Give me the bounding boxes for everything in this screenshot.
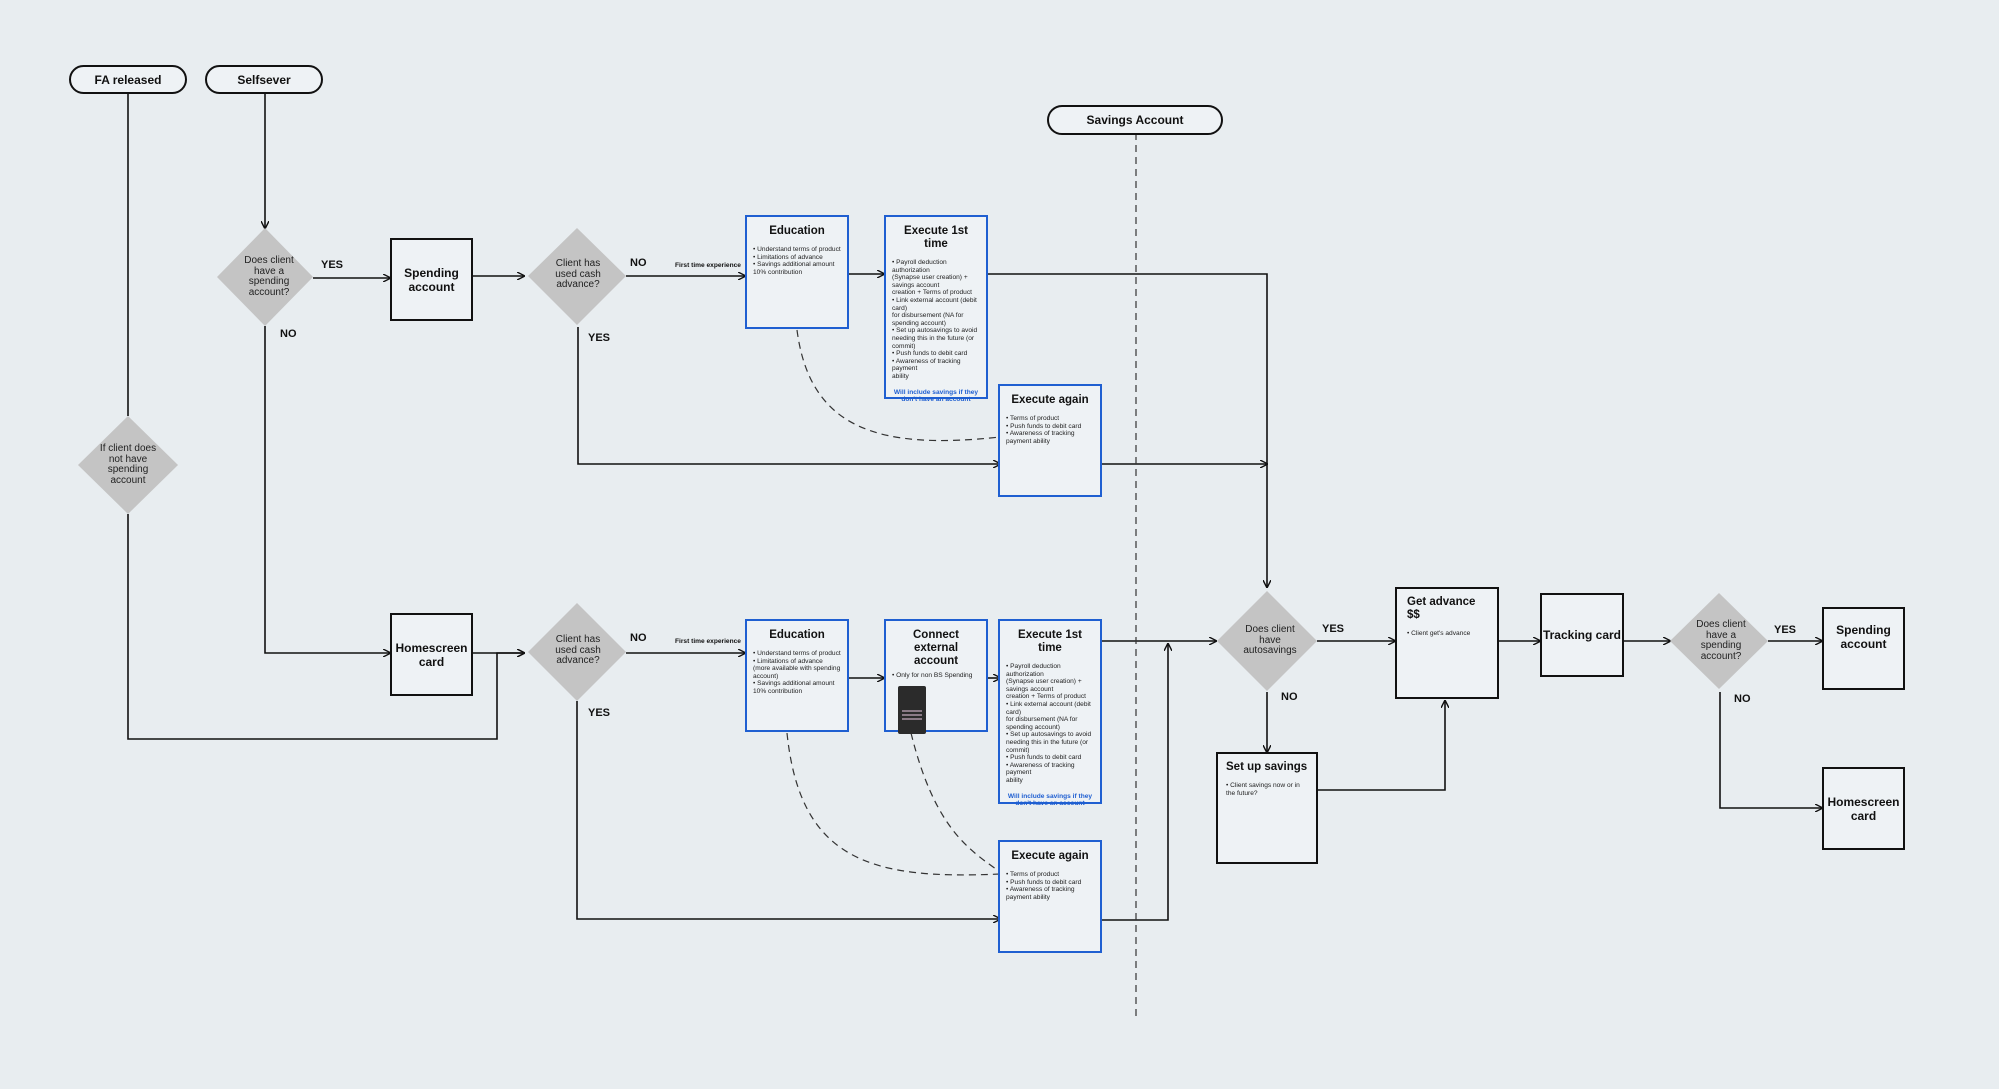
- line-decision2-no: [1719, 692, 1822, 808]
- decision-has-spending-1-text: Does client have a spending account?: [244, 255, 294, 298]
- dashed-education-top: [796, 329, 1001, 442]
- connect-external-lines: • Only for non BS Spending: [892, 672, 973, 679]
- line-setup-to-advance: [1318, 701, 1445, 791]
- connect-external-box: Connect external account • Only for non …: [884, 619, 988, 734]
- fa-released-label: FA released: [94, 72, 162, 87]
- line-used-yes-to-again: [577, 327, 1000, 464]
- decision-used-advance-2-text: Client has used cash advance?: [555, 634, 601, 667]
- savings-account-label: Savings Account: [1086, 113, 1184, 127]
- execute-first-bottom-note: Will include savings if they don't have …: [1007, 792, 1093, 808]
- diamond-shape-spending-1: [217, 228, 313, 326]
- decision-has-spending-2-text: Does client have a spending account?: [1696, 619, 1746, 662]
- yes-label-spending-1: YES: [321, 259, 344, 271]
- spending-account-2-label: Spending account: [1836, 623, 1891, 651]
- execute-first-bottom-box: Execute 1st time • Payroll deduction aut…: [998, 619, 1102, 807]
- decision-used-advance-1-text: Client has used cash advance?: [555, 258, 601, 291]
- execute-first-top-lines: • Payroll deduction authorization (Synap…: [892, 259, 978, 380]
- dashed-connect: [910, 732, 1001, 873]
- fa-released-start: FA released: [69, 65, 187, 94]
- connect-external-title: Connect external account: [913, 629, 959, 667]
- education-bottom-box: Education • Understand terms of product …: [745, 619, 849, 732]
- decision-used-advance-1: Client has used cash advance?: [550, 255, 606, 295]
- line-execute-to-autosavings: [986, 273, 1267, 587]
- tracking-card-label: Tracking card: [1542, 628, 1622, 642]
- decision-no-spending: If client does not have spending account: [96, 440, 160, 490]
- selfsever-label: Selfsever: [237, 72, 291, 87]
- yes-label-used-2: YES: [588, 707, 611, 719]
- dashed-education-bottom: [786, 732, 1001, 876]
- no-label-spending-1: NO: [280, 328, 297, 340]
- get-advance-title: Get advance $$: [1407, 596, 1476, 621]
- no-label-used-1: NO: [630, 257, 647, 269]
- yes-label-spending-2: YES: [1774, 624, 1797, 636]
- first-time-label-bottom: First time experience: [675, 638, 741, 645]
- diamond-shape-used-2: [528, 603, 626, 701]
- homescreen-card-box-1: Homescreen card: [390, 613, 473, 696]
- execute-again-bottom-title: Execute again: [1011, 850, 1089, 862]
- execute-first-top-note: Will include savings if they don't have …: [893, 388, 979, 404]
- homescreen-card-1-label: Homescreen card: [395, 640, 468, 669]
- spending-account-box-2: Spending account: [1822, 607, 1905, 690]
- education-top-lines: • Understand terms of product • Limitati…: [753, 246, 841, 276]
- selfsever-start: Selfsever: [205, 65, 323, 94]
- decision-used-advance-2: Client has used cash advance?: [550, 631, 606, 671]
- diamond-shape-used-1: [528, 228, 626, 325]
- decision-has-spending-2: Does client have a spending account?: [1691, 617, 1751, 665]
- execute-first-bottom-lines: • Payroll deduction authorization (Synap…: [1006, 663, 1092, 784]
- first-time-label-top: First time experience: [675, 262, 741, 269]
- execute-again-top-box: Execute again • Terms of product • Push …: [998, 384, 1102, 497]
- execute-again-bottom-lines: • Terms of product • Push funds to debit…: [1006, 871, 1082, 901]
- decision-no-spending-text: If client does not have spending account: [99, 443, 157, 486]
- get-advance-box: Get advance $$ • Client get's advance: [1395, 587, 1499, 699]
- line-used2-yes-to-again: [576, 701, 1000, 919]
- execute-again-top-title: Execute again: [1011, 394, 1089, 406]
- spending-account-1-label: Spending account: [404, 265, 459, 294]
- diamond-shape-autosavings: [1217, 591, 1317, 691]
- no-label-autosavings: NO: [1281, 691, 1298, 703]
- setup-savings-box: Set up savings • Client savings now or i…: [1216, 752, 1318, 864]
- homescreen-card-2-label: Homescreen card: [1827, 794, 1900, 823]
- education-top-title: Education: [769, 225, 825, 237]
- no-label-used-2: NO: [630, 632, 647, 644]
- execute-again-bottom-box: Execute again • Terms of product • Push …: [998, 840, 1102, 953]
- yes-label-autosavings: YES: [1322, 623, 1345, 635]
- yes-label-used-1: YES: [588, 332, 611, 344]
- diamond-shape-spending-2: [1670, 593, 1768, 689]
- diamond-shape-no-spending: [78, 416, 178, 514]
- education-top-box: Education • Understand terms of product …: [745, 215, 849, 329]
- no-label-spending-2: NO: [1734, 693, 1751, 705]
- decision-autosavings-text: Does client have autosavings: [1243, 624, 1297, 657]
- line-no-to-homescreen: [264, 326, 390, 653]
- setup-savings-lines: • Client savings now or in the future?: [1226, 782, 1300, 797]
- decision-has-spending-1: Does client have a spending account?: [238, 252, 300, 302]
- setup-savings-title: Set up savings: [1226, 761, 1308, 773]
- tracking-card-box: Tracking card: [1540, 593, 1624, 677]
- get-advance-lines: • Client get's advance: [1407, 630, 1471, 637]
- savings-account-header: Savings Account: [1047, 105, 1223, 135]
- line-again2-to-autosavings: [1100, 644, 1168, 921]
- execute-again-top-lines: • Terms of product • Push funds to debit…: [1006, 415, 1082, 445]
- education-bottom-lines: • Understand terms of product • Limitati…: [753, 650, 841, 695]
- homescreen-card-box-2: Homescreen card: [1822, 767, 1905, 850]
- spending-account-box-1: Spending account: [390, 238, 473, 321]
- execute-first-bottom-title: Execute 1st time: [1018, 629, 1082, 654]
- phone-screenshot-icon: [898, 685, 926, 734]
- execute-first-top-box: Execute 1st time • Payroll deduction aut…: [884, 215, 988, 403]
- decision-autosavings: Does client have autosavings: [1237, 620, 1303, 662]
- execute-first-top-title: Execute 1st time: [904, 225, 968, 250]
- education-bottom-title: Education: [769, 629, 825, 641]
